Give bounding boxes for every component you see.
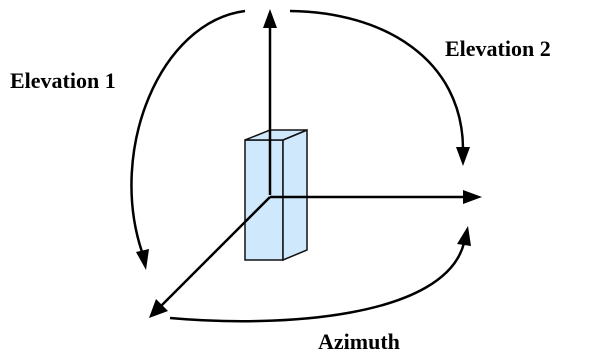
diagonal-axis-arrow	[149, 196, 271, 318]
prism-front-face	[244, 139, 284, 261]
prism-side-face	[282, 128, 308, 262]
vertical-axis-arrow	[263, 9, 277, 195]
elevation-2-arc-arrow	[289, 9, 470, 166]
elevation-2-label: Elevation 2	[445, 36, 551, 61]
azimuth-label: Azimuth	[318, 329, 400, 354]
elevation-1-label: Elevation 1	[10, 68, 116, 93]
azimuth-arc-arrow	[169, 226, 471, 323]
prism-box	[244, 128, 308, 262]
elevation-1-arc-arrow	[130, 9, 246, 270]
horizontal-axis-arrow	[270, 190, 482, 204]
